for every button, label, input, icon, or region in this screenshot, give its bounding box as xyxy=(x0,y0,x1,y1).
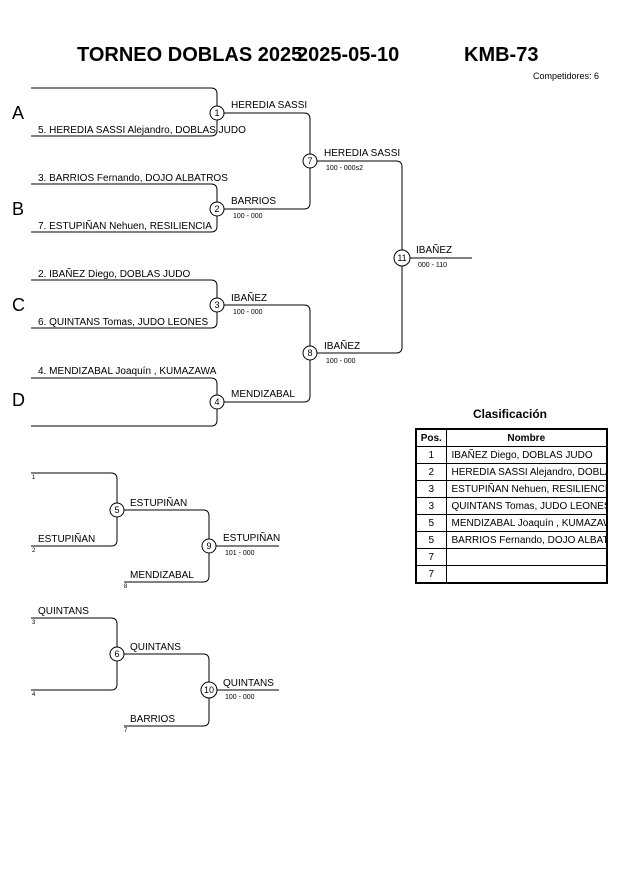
table-row: 5 BARRIOS Fernando, DOJO ALBATROS xyxy=(415,531,608,549)
match-number-badge xyxy=(201,538,217,554)
bracket-pool-d-lines xyxy=(31,377,218,427)
match-number: 10 xyxy=(204,685,214,695)
match-score: 000 - 110 xyxy=(418,262,447,269)
match-number: 4 xyxy=(214,397,219,407)
repechage-entry-name: MENDIZABAL xyxy=(130,570,194,581)
position-cell: 5 xyxy=(415,514,447,532)
position-cell: 3 xyxy=(415,497,447,515)
table-row: 3 QUINTANS Tomas, JUDO LEONES xyxy=(415,497,608,515)
match-number-badge xyxy=(209,394,225,410)
match-number: 5 xyxy=(114,505,119,515)
match-number-badge xyxy=(200,681,218,699)
tournament-date: 2025-05-10 xyxy=(297,44,400,66)
position-cell: 3 xyxy=(415,480,447,498)
match-number-badge xyxy=(302,345,318,361)
repechage-source-ref: 7 xyxy=(124,728,128,734)
table-row: 2 HEREDIA SASSI Alejandro, DOBLAS JUDO xyxy=(415,463,608,481)
repechage-source-ref: 4 xyxy=(32,692,36,698)
match-number: 9 xyxy=(206,541,211,551)
repechage-entry-name: BARRIOS xyxy=(130,714,175,725)
match-winner: IBAÑEZ xyxy=(231,291,267,304)
position-cell: 7 xyxy=(415,548,447,566)
name-cell: HEREDIA SASSI Alejandro, DOBLAS JUDO xyxy=(445,463,608,481)
entry-name: 4. MENDIZABAL Joaquín , KUMAZAWA xyxy=(38,366,217,377)
match-number-badge xyxy=(393,249,411,267)
match-number-badge xyxy=(209,297,225,313)
repechage-winner: ESTUPIÑAN xyxy=(130,496,187,509)
table-row: 1 IBAÑEZ Diego, DOBLAS JUDO xyxy=(415,446,608,464)
entry-name: 2. IBAÑEZ Diego, DOBLAS JUDO xyxy=(38,267,190,280)
repechage-entry-name: ESTUPIÑAN xyxy=(38,532,95,545)
classification-title: Clasificación xyxy=(472,407,548,421)
classification-table: Pos. Nombre 1 IBAÑEZ Diego, DOBLAS JUDO … xyxy=(415,428,608,584)
name-cell: BARRIOS Fernando, DOJO ALBATROS xyxy=(445,531,608,549)
repechage-winner: QUINTANS xyxy=(130,642,181,653)
pool-label: A xyxy=(12,103,24,123)
pool-label: B xyxy=(12,199,24,219)
match-number-badge xyxy=(302,153,318,169)
match-winner: BARRIOS xyxy=(231,196,276,207)
repechage-source-ref: 3 xyxy=(32,620,36,626)
repechage-source-ref: 2 xyxy=(32,548,36,554)
table-row: 7 xyxy=(415,565,608,584)
name-cell xyxy=(445,548,608,566)
match-number: 7 xyxy=(307,156,312,166)
match-winner: MENDIZABAL xyxy=(231,389,295,400)
entry-name: 6. QUINTANS Tomas, JUDO LEONES xyxy=(38,317,209,328)
entry-name: 5. HEREDIA SASSI Alejandro, DOBLAS JUDO xyxy=(38,125,246,136)
repechage-2-round1-lines xyxy=(31,617,118,691)
match-winner: HEREDIA SASSI xyxy=(324,148,400,159)
page-header: TORNEO DOBLAS 2025 2025-05-10 KMB-73 xyxy=(0,44,630,74)
match-number-badge xyxy=(209,201,225,217)
pool-label: C xyxy=(12,295,25,315)
column-header-name: Nombre xyxy=(445,428,608,447)
match-number: 1 xyxy=(214,108,219,118)
name-cell: MENDIZABAL Joaquín , KUMAZAWA xyxy=(445,514,608,532)
match-winner: IBAÑEZ xyxy=(324,339,360,352)
entry-name: 3. BARRIOS Fernando, DOJO ALBATROS xyxy=(38,173,228,184)
match-score: 100 - 000 xyxy=(233,213,263,220)
tournament-title: TORNEO DOBLAS 2025 xyxy=(77,44,303,66)
name-cell: IBAÑEZ Diego, DOBLAS JUDO xyxy=(445,446,608,464)
repechage-source-ref: 1 xyxy=(32,475,36,481)
match-winner: HEREDIA SASSI xyxy=(231,100,307,111)
name-cell: QUINTANS Tomas, JUDO LEONES xyxy=(445,497,608,515)
repechage-entry-name: QUINTANS xyxy=(38,606,89,617)
table-row: 3 ESTUPIÑAN Nehuen, RESILIENCIA xyxy=(415,480,608,498)
repechage-source-ref: 8 xyxy=(124,584,128,590)
pool-label: D xyxy=(12,390,25,410)
bracket-semifinal-bottom-lines xyxy=(217,304,311,403)
match-number-badge xyxy=(209,105,225,121)
position-cell: 7 xyxy=(415,565,447,584)
match-number-badge xyxy=(109,646,125,662)
match-number: 3 xyxy=(214,300,219,310)
repechage-winner: ESTUPIÑAN xyxy=(223,531,280,544)
table-row: 7 xyxy=(415,548,608,566)
competitor-count: Competidores: 6 xyxy=(532,71,599,81)
entry-name: 7. ESTUPIÑAN Nehuen, RESILIENCIA xyxy=(38,219,212,232)
match-number: 6 xyxy=(114,649,119,659)
name-cell xyxy=(445,565,608,584)
position-cell: 1 xyxy=(415,446,447,464)
bracket-final-lines xyxy=(310,160,403,354)
match-number-badge xyxy=(109,502,125,518)
match-winner: IBAÑEZ xyxy=(416,243,452,256)
repechage-score: 101 - 000 xyxy=(225,550,255,557)
classification-header-row: Pos. Nombre xyxy=(415,428,608,447)
match-score: 100 - 000 xyxy=(326,358,356,365)
match-number: 8 xyxy=(307,348,312,358)
table-row: 5 MENDIZABAL Joaquín , KUMAZAWA xyxy=(415,514,608,532)
repechage-score: 100 - 000 xyxy=(225,694,255,701)
match-score: 100 - 000 xyxy=(233,309,263,316)
position-cell: 5 xyxy=(415,531,447,549)
weight-category: KMB-73 xyxy=(464,44,539,66)
name-cell: ESTUPIÑAN Nehuen, RESILIENCIA xyxy=(445,480,608,498)
match-number: 11 xyxy=(397,253,406,263)
match-score: 100 - 000s2 xyxy=(326,165,363,172)
position-cell: 2 xyxy=(415,463,447,481)
column-header-pos: Pos. xyxy=(415,428,447,447)
repechage-winner: QUINTANS xyxy=(223,678,274,689)
match-number: 2 xyxy=(214,204,219,214)
